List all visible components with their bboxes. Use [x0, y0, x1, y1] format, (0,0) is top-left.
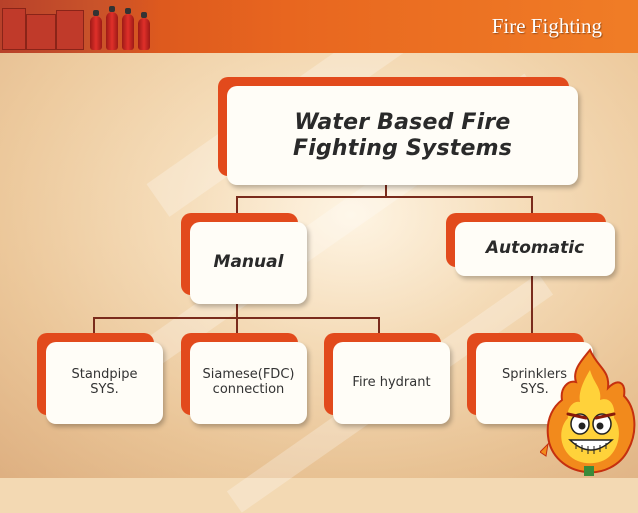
node-water-based-systems: Water Based Fire Fighting Systems — [227, 86, 578, 185]
connector-automatic-down — [531, 276, 533, 342]
extinguishers-photo — [0, 0, 160, 53]
header-bar: Fire Fighting — [0, 0, 638, 53]
connector-siamese-up — [236, 317, 238, 342]
node-manual: Manual — [190, 222, 307, 304]
connector-automatic-up — [531, 196, 533, 222]
node-siamese-connection: Siamese(FDC) connection — [190, 342, 307, 424]
node-standpipe: Standpipe SYS. — [46, 342, 163, 424]
flame-mascot-icon — [540, 348, 636, 476]
page-title: Fire Fighting — [491, 14, 602, 38]
connector-hydrant-up — [378, 317, 380, 342]
connector-standpipe-up — [93, 317, 95, 342]
connector-root-down — [385, 184, 387, 196]
connector-manual-up — [236, 196, 238, 222]
node-automatic: Automatic — [455, 222, 615, 276]
node-fire-hydrant: Fire hydrant — [333, 342, 450, 424]
connector-level1-horizontal — [236, 196, 532, 198]
connector-manual-down — [236, 304, 238, 318]
